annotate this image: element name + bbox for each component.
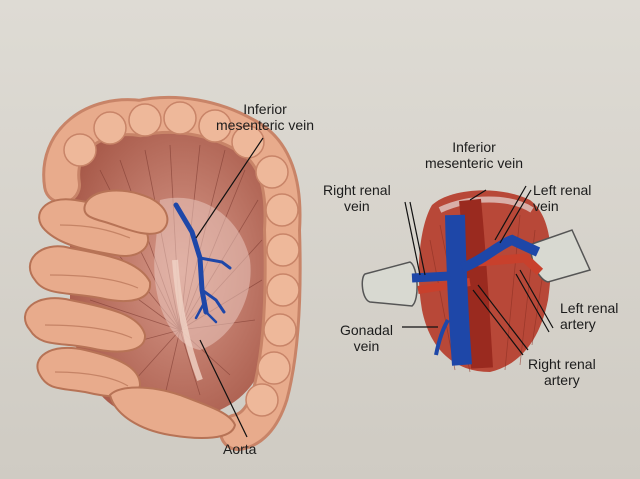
peritoneal-edge [438,196,534,213]
label-left-renal-vein: Left renal vein [533,182,591,214]
label-line-1: Inferior [243,101,287,117]
left-renal-vein-vessel [460,234,541,273]
label-line-1: Right renal [323,182,391,198]
label-line-1: Right renal [528,356,596,372]
label-line-2: vein [344,198,370,214]
label-line-1: Left renal [560,300,619,316]
right-kidney-stump [361,261,418,307]
aorta [172,259,203,382]
renal-vessels-illustration [361,185,592,373]
label-right-renal-vein: Right renal vein [323,182,391,214]
label-line-2: vein [533,198,559,214]
abdominal-aorta [459,198,493,369]
label-line-2: mesenteric vein [216,117,315,133]
label-line-1: Gonadal [340,322,393,338]
label-line-2: artery [560,316,596,332]
colon-haustra [63,101,300,417]
label-left-renal-artery: Left renal artery [560,300,618,332]
left-leaders [195,137,264,438]
label-line-2: mesenteric vein [425,155,524,171]
label-inferior-mesenteric-vein-left: Inferior mesenteric vein [216,101,314,133]
inferior-mesenteric-vein-left [173,202,232,324]
inferior-vena-cava [445,214,472,366]
label-line-2: artery [543,372,580,388]
right-leaders [402,185,554,356]
loop-creases [44,224,139,387]
label-right-renal-artery: Right renal artery [528,356,596,388]
small-intestine [24,189,237,439]
label-line-1: Inferior [452,139,496,155]
label-gonadal-vein: Gonadal vein [340,322,393,354]
label-inferior-mesenteric-vein-right: Inferior mesenteric vein [425,139,523,171]
label-aorta: Aorta [223,441,257,457]
gonadal-vein-vessel [434,318,450,356]
intestine-illustration [24,95,302,451]
label-line-1: Left renal [533,182,592,198]
label-line-2: vein [353,338,380,354]
left-renal-artery-vessel [477,253,544,276]
right-renal-vein-vessel [411,271,451,283]
